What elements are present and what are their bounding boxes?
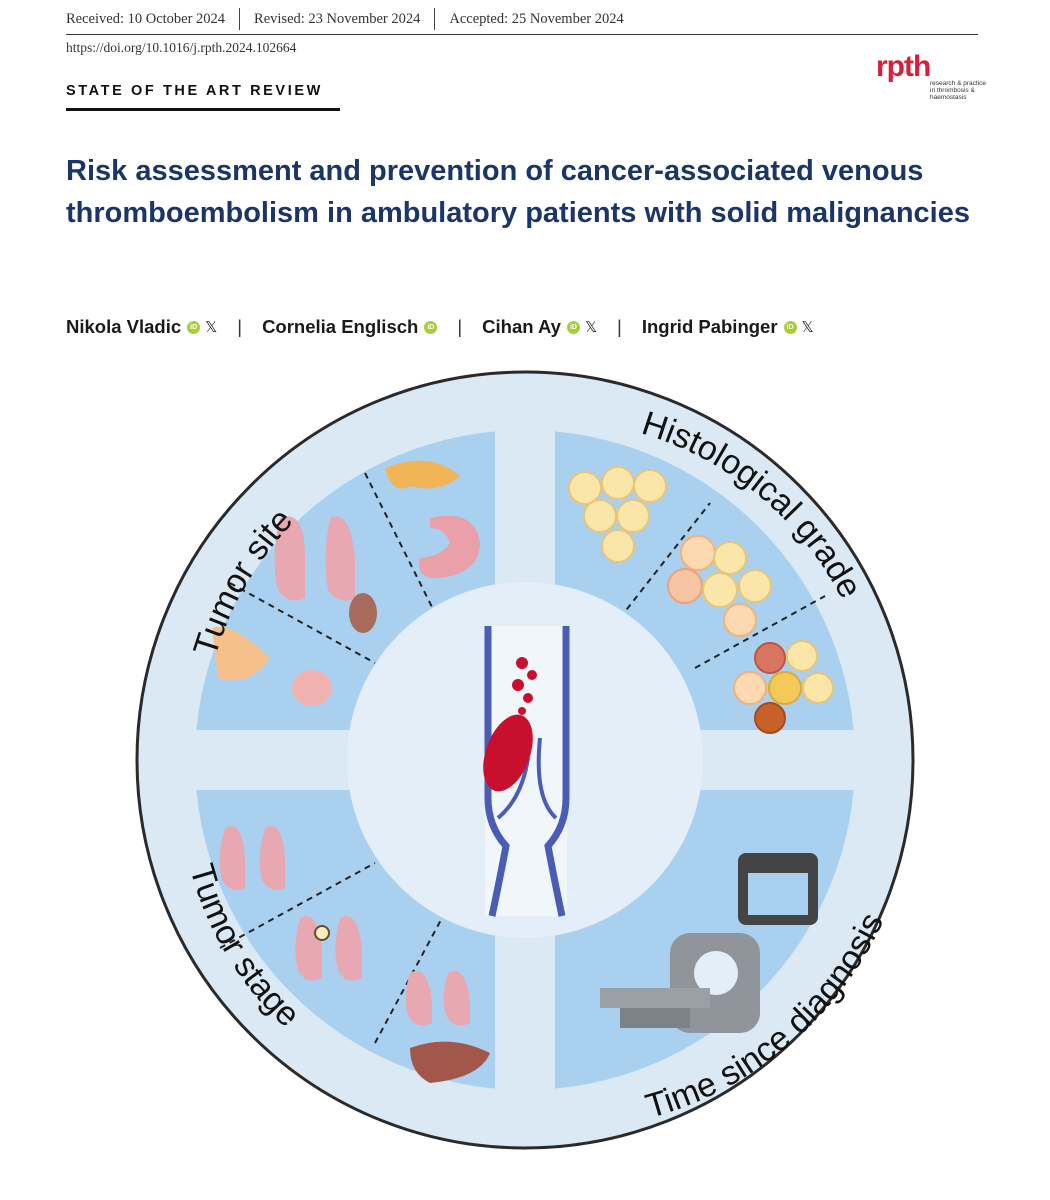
graphical-abstract: Tumor site Histological grade Tumor stag… (135, 370, 915, 1150)
orcid-icon[interactable]: iD (187, 320, 201, 334)
lungs-icon (405, 971, 432, 1026)
section-label: STATE OF THE ART REVIEW (66, 83, 323, 99)
article-history: Received: 10 October 2024 Revised: 23 No… (66, 8, 624, 30)
breast-icon (212, 626, 270, 681)
lungs-icon (443, 971, 470, 1026)
stomach-icon (419, 515, 480, 579)
logo-tagline: research & practice in thrombosis & haem… (930, 80, 986, 101)
kidney-icon (349, 593, 377, 633)
author: Nikola Vladic iD 𝕏 (66, 316, 217, 338)
lungs-icon (335, 916, 362, 981)
orcid-icon[interactable]: iD (424, 320, 438, 334)
divider (619, 502, 711, 619)
prostate-icon (292, 670, 332, 706)
author: Cornelia Englisch iD (262, 316, 438, 338)
lungs-icon (259, 826, 285, 890)
lungs-icon (325, 516, 355, 601)
section-underline (66, 108, 340, 111)
accepted-date: Accepted: 25 November 2024 (449, 10, 624, 27)
pancreas-icon (385, 460, 460, 489)
divider: | (237, 316, 243, 337)
divider (364, 472, 436, 614)
cell-icons-histological-grade (568, 466, 834, 734)
revised-date: Revised: 23 November 2024 (254, 10, 421, 27)
divider (229, 582, 376, 664)
divider: | (457, 316, 463, 337)
journal-logo: rpth research & practice in thrombosis &… (876, 50, 986, 102)
author-name[interactable]: Nikola Vladic (66, 316, 182, 337)
divider: | (617, 316, 622, 337)
orcid-icon[interactable]: iD (783, 320, 797, 334)
lungs-icon (274, 516, 305, 601)
organ-icons-tumor-stage (219, 826, 490, 1083)
divider (239, 8, 241, 30)
logo-wordmark: rpth (876, 50, 931, 83)
organ-icons-tumor-site (212, 460, 480, 706)
author-list: Nikola Vladic iD 𝕏 | Cornelia Englisch i… (66, 316, 814, 338)
thrombus (483, 714, 533, 792)
x-icon[interactable]: 𝕏 (205, 319, 218, 336)
x-icon[interactable]: 𝕏 (801, 319, 814, 336)
received-date: Received: 10 October 2024 (66, 10, 226, 27)
time-since-diagnosis-icons (600, 853, 818, 1033)
divider (219, 862, 376, 949)
author-name[interactable]: Ingrid Pabinger (641, 316, 778, 337)
author-name[interactable]: Cihan Ay (482, 316, 561, 337)
author-name[interactable]: Cornelia Englisch (262, 316, 419, 337)
lungs-icon (219, 826, 245, 890)
author: Cihan Ay iD 𝕏 (482, 316, 597, 338)
divider (434, 8, 436, 30)
x-icon[interactable]: 𝕏 (584, 319, 598, 336)
vein-thrombus-illustration (483, 626, 570, 917)
orcid-icon[interactable]: iD (566, 320, 580, 334)
divider (694, 595, 826, 669)
header-rule (66, 34, 978, 35)
article-title: Risk assessment and prevention of cancer… (66, 155, 970, 229)
author: Ingrid Pabinger iD 𝕏 (642, 316, 814, 338)
liver-icon (410, 1041, 490, 1083)
doi-link[interactable]: https://doi.org/10.1016/j.rpth.2024.1026… (66, 40, 297, 55)
